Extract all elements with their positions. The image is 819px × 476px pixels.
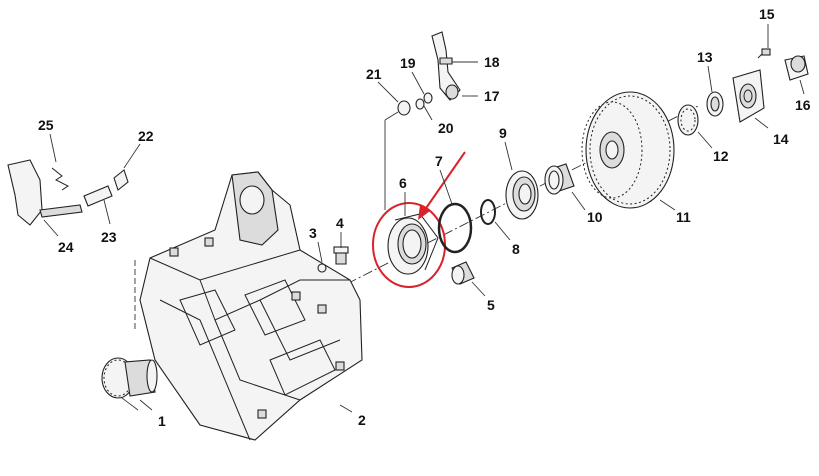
shifter-pawl	[113, 169, 129, 191]
part-label-6: 6	[399, 175, 407, 191]
needle-bearing-small	[677, 104, 699, 136]
part-label-12: 12	[713, 148, 729, 164]
retaining-ring	[437, 202, 473, 254]
part-label-20: 20	[438, 120, 454, 136]
lock-washer	[415, 98, 425, 110]
lever-screw	[439, 57, 453, 65]
part-label-23: 23	[101, 229, 117, 245]
shift-lever	[431, 31, 461, 101]
part-label-10: 10	[587, 209, 603, 225]
part-label-21: 21	[366, 66, 382, 82]
part-label-16: 16	[795, 97, 811, 113]
part-label-22: 22	[138, 128, 154, 144]
part-label-5: 5	[487, 297, 495, 313]
part-labels: 1 2 3 4 5 6 7 8 9 10 11 12 13 14 15 16 1…	[38, 6, 811, 429]
oil-seal	[706, 91, 724, 117]
part-label-13: 13	[697, 49, 713, 65]
part-label-25: 25	[38, 117, 54, 133]
o-ring	[480, 199, 496, 225]
highlight-arrow	[418, 151, 466, 220]
leader-lines	[43, 24, 805, 413]
small-screw	[757, 48, 771, 59]
part-label-24: 24	[58, 239, 74, 255]
retainer-plate	[732, 69, 765, 123]
seal-washer	[397, 100, 411, 116]
needle-bearing	[451, 261, 475, 285]
part-label-1: 1	[158, 413, 166, 429]
shifter-pawl-assembly	[7, 159, 83, 226]
part-label-7: 7	[435, 153, 443, 169]
main-bearing	[387, 213, 439, 275]
part-label-17: 17	[484, 88, 500, 104]
part-label-14: 14	[773, 131, 789, 147]
plug-screw	[333, 246, 349, 265]
spacer	[544, 163, 575, 195]
part-label-4: 4	[336, 215, 344, 231]
shifter-spring	[51, 167, 69, 191]
shifter-pin	[83, 185, 113, 207]
part-label-3: 3	[309, 225, 317, 241]
part-label-9: 9	[499, 125, 507, 141]
main-drive-gear-seal	[505, 170, 539, 220]
part-label-8: 8	[512, 241, 520, 257]
bushing	[784, 55, 809, 81]
part-label-18: 18	[484, 54, 500, 70]
part-label-11: 11	[676, 209, 691, 225]
part-label-19: 19	[400, 55, 416, 71]
main-drive-gear	[581, 91, 675, 209]
part-label-15: 15	[759, 6, 775, 22]
mainshaft-gear	[101, 357, 158, 399]
small-o-ring	[317, 263, 327, 273]
washer	[423, 92, 433, 104]
transmission-housing	[139, 171, 363, 441]
part-label-2: 2	[358, 412, 366, 428]
